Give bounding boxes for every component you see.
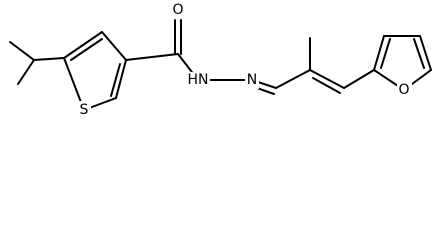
bond-f4-f5 <box>419 35 432 71</box>
bond-ring-to-carbonyl <box>125 53 179 61</box>
bond-c5-c4 <box>63 31 103 59</box>
propenylidene-chain <box>275 37 375 94</box>
bond-isopropyl-to-ring <box>33 57 65 61</box>
bond-c5-c4-inner <box>70 38 103 61</box>
bond-c3-c2 <box>115 59 127 99</box>
sulfur-atom-label: S <box>80 102 89 118</box>
furan-oxygen-label-bg <box>397 82 412 99</box>
bond-cme-to-ch-inner <box>312 77 341 94</box>
bond-ch-to-cme <box>275 69 311 89</box>
sulfur-label-bg <box>77 101 91 118</box>
carbonyl-oxygen-label-bg <box>171 2 186 19</box>
molecule-structure-diagram: S O HN N O <box>9 2 432 118</box>
bond-f2-f3 <box>373 35 385 71</box>
bond-c3-c2-inner <box>110 63 121 97</box>
bond-c4-c3 <box>101 31 127 61</box>
isopropyl-group <box>9 41 65 85</box>
bond-isopropyl-methyl-bottom <box>17 59 35 85</box>
bond-f2-f3-inner <box>380 38 391 69</box>
imine-n-label-bg <box>245 72 259 89</box>
amide-nh-atom-label: HN <box>188 72 209 88</box>
bond-cme-to-ch <box>309 69 345 89</box>
atom-labels: S O HN N O <box>77 2 412 118</box>
furan-ring <box>373 35 432 91</box>
bond-isopropyl-methyl-top <box>9 41 35 61</box>
furan-oxygen-atom-label: O <box>398 82 409 98</box>
bond-ch-to-furan <box>343 69 375 89</box>
imine-n-atom-label: N <box>247 72 257 88</box>
amide-nh-label-bg <box>186 72 210 89</box>
thiophene-ring <box>63 31 127 111</box>
bond-f4-f5-inner <box>413 38 425 69</box>
carbonyl-oxygen-atom-label: O <box>172 2 183 18</box>
